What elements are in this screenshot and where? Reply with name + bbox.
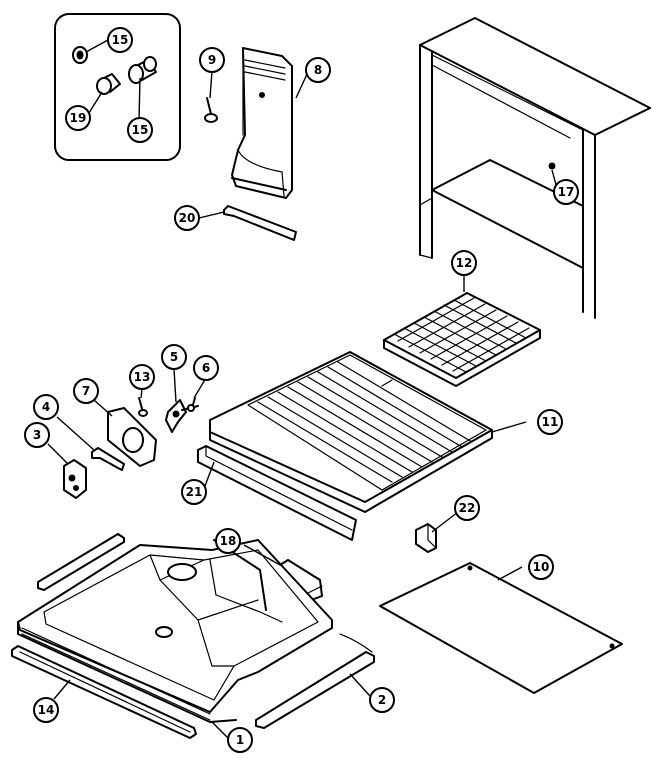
svg-text:19: 19 xyxy=(70,111,87,125)
svg-text:8: 8 xyxy=(314,63,322,77)
dispenser-panel-part xyxy=(231,47,293,199)
callout-13: 13 xyxy=(129,364,155,390)
svg-text:18: 18 xyxy=(220,534,237,548)
front-rail-part-21 xyxy=(197,445,357,541)
callout-5: 5 xyxy=(161,344,187,370)
svg-text:1: 1 xyxy=(236,733,244,747)
callout-15-top: 15 xyxy=(107,27,133,53)
callout-19: 19 xyxy=(65,105,91,131)
leader-lines xyxy=(47,39,559,739)
svg-text:4: 4 xyxy=(42,400,50,414)
callout-21: 21 xyxy=(181,479,207,505)
callout-18: 18 xyxy=(215,528,241,554)
svg-text:17: 17 xyxy=(558,185,575,199)
svg-text:9: 9 xyxy=(208,53,216,67)
bracket-part-20 xyxy=(223,205,297,241)
svg-text:15: 15 xyxy=(132,123,149,137)
callout-6: 6 xyxy=(193,355,219,381)
rail-part-14 xyxy=(11,645,197,739)
svg-text:21: 21 xyxy=(186,485,203,499)
svg-text:6: 6 xyxy=(202,361,210,375)
bracket-part-4 xyxy=(91,447,125,471)
rail-part-2 xyxy=(255,633,375,729)
inset-detail-box xyxy=(54,13,181,161)
callout-10: 10 xyxy=(528,554,554,580)
crisper-pan-base-part-1 xyxy=(17,539,333,723)
rail-upper-left xyxy=(37,533,125,591)
svg-text:12: 12 xyxy=(456,256,473,270)
motor-part-3 xyxy=(63,459,87,499)
svg-text:2: 2 xyxy=(378,693,386,707)
callout-20: 20 xyxy=(174,205,200,231)
svg-text:14: 14 xyxy=(38,703,55,717)
callout-7: 7 xyxy=(73,378,99,404)
callout-4: 4 xyxy=(33,394,59,420)
callout-15-right: 15 xyxy=(127,117,153,143)
fan-assembly xyxy=(138,397,199,433)
fan-shroud-part-7 xyxy=(107,407,157,467)
callout-17: 17 xyxy=(553,179,579,205)
callout-9: 9 xyxy=(199,47,225,73)
screw-part-9 xyxy=(204,97,218,123)
svg-text:13: 13 xyxy=(134,370,151,384)
callout-12: 12 xyxy=(451,250,477,276)
svg-text:10: 10 xyxy=(533,560,550,574)
svg-text:11: 11 xyxy=(542,415,559,429)
bottom-panel-part-10 xyxy=(379,562,623,694)
callout-1: 1 xyxy=(227,727,253,753)
callout-3: 3 xyxy=(24,422,50,448)
callout-8: 8 xyxy=(305,57,331,83)
callout-2: 2 xyxy=(369,687,395,713)
svg-text:15: 15 xyxy=(112,33,129,47)
svg-text:22: 22 xyxy=(459,501,476,515)
grille-tray-part-12 xyxy=(383,292,541,387)
cabinet-shell xyxy=(419,17,651,319)
clip-part-22 xyxy=(415,523,437,553)
svg-text:20: 20 xyxy=(179,211,196,225)
svg-text:7: 7 xyxy=(82,384,90,398)
svg-text:5: 5 xyxy=(170,350,178,364)
svg-text:3: 3 xyxy=(33,428,41,442)
callout-11: 11 xyxy=(537,409,563,435)
callout-14: 14 xyxy=(33,697,59,723)
callout-22: 22 xyxy=(454,495,480,521)
crisper-shelf-part-11 xyxy=(209,351,493,513)
